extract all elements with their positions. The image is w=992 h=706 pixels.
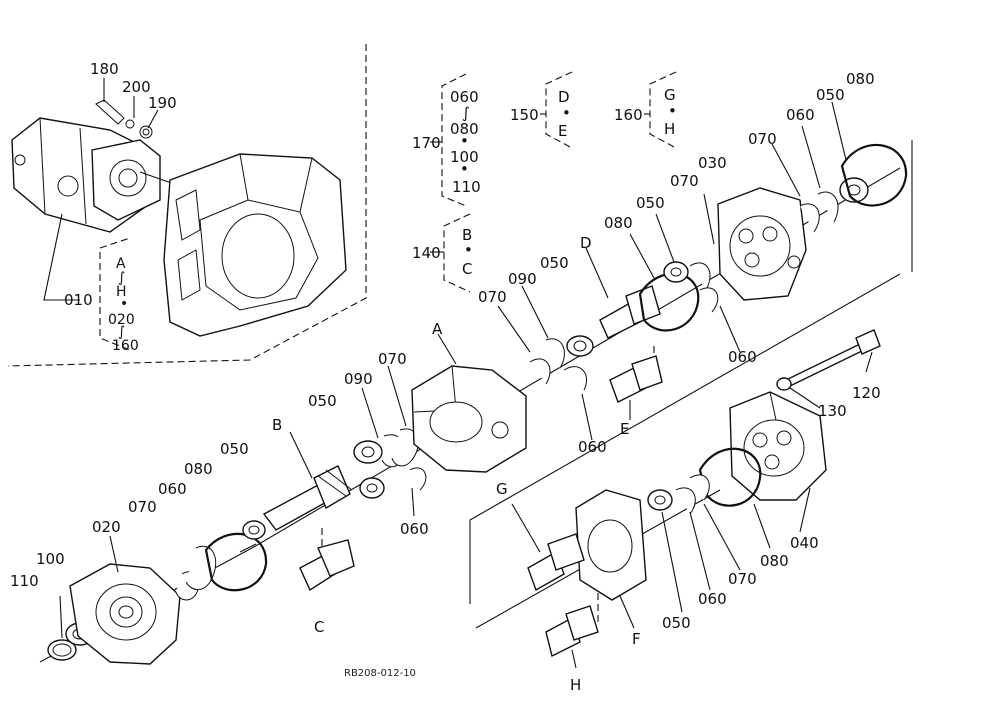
label-060-f: 060 [698,590,727,608]
g150-b: E [558,122,567,140]
g170-dot2: • [460,160,469,178]
g160-a: G [664,86,676,104]
group-160-contents: G • H [664,86,677,138]
g010-sep2: ∫ [118,324,125,340]
label-050-c: 050 [540,254,569,272]
g140-a: B [462,226,472,244]
label-050-d: 050 [308,392,337,410]
label-090-b: 090 [344,370,373,388]
g160-b: H [664,120,675,138]
g010-from: A [116,256,126,272]
letter-B: B [272,416,282,434]
part-labels: 180 200 190 010 170 140 150 160 030 070 … [10,60,881,632]
g010-n1: 020 [108,312,135,328]
label-170: 170 [412,134,441,152]
label-050-a: 050 [816,86,845,104]
g140-dot: • [464,241,473,259]
label-090-a: 090 [508,270,537,288]
label-160: 160 [614,106,643,124]
label-140: 140 [412,244,441,262]
label-200: 200 [122,78,151,96]
letter-C: C [314,618,324,636]
g010-sep1: ∫ [118,270,125,286]
g010-dot: • [120,296,128,312]
group-letters: A B C D E F G H [272,234,641,694]
label-010: 010 [64,291,93,309]
reference-code: RB208-012-10 [344,668,416,679]
g150-a: D [558,88,570,106]
label-050-f: 050 [662,614,691,632]
label-120: 120 [852,384,881,402]
label-060-b: 060 [728,348,757,366]
inset-assembly [7,44,367,367]
label-190: 190 [148,94,177,112]
group-150-contents: D • E [558,88,571,140]
g170-n3: 100 [450,148,479,166]
label-070-e: 070 [128,498,157,516]
label-150: 150 [510,106,539,124]
parts-main [47,143,908,665]
group-140-contents: B • C [462,226,473,278]
label-040: 040 [790,534,819,552]
label-080-c: 080 [184,460,213,478]
label-070-f: 070 [728,570,757,588]
g170-n2: 080 [450,120,479,138]
letter-E: E [620,420,629,438]
letter-D: D [580,234,592,252]
label-060-c: 060 [578,438,607,456]
main-leaders [59,101,873,669]
label-060-d: 060 [400,520,429,538]
label-080-b: 080 [604,214,633,232]
label-020: 020 [92,518,121,536]
label-080-a: 080 [846,70,875,88]
label-100: 100 [36,550,65,568]
g160-dot: • [668,102,677,120]
g170-n4: 110 [452,178,481,196]
label-070-c: 070 [478,288,507,306]
g170-sep: ∫ [462,104,470,122]
label-080-d: 080 [760,552,789,570]
group-010-contents: A ∫ H • 020 ∫ 160 [108,256,139,354]
g170-dot1: • [460,132,469,150]
label-180: 180 [90,60,119,78]
g170-n1: 060 [450,88,479,106]
g140-b: C [462,260,472,278]
letter-F: F [632,630,641,648]
label-110: 110 [10,572,39,590]
group-brackets [430,71,677,293]
label-060-a: 060 [786,106,815,124]
g150-dot: • [562,104,571,122]
letter-A: A [432,320,443,338]
label-050-b: 050 [636,194,665,212]
letter-H: H [570,676,581,694]
label-060-e: 060 [158,480,187,498]
label-050-e: 050 [220,440,249,458]
inset-leaders [43,78,159,351]
label-070-a: 070 [748,130,777,148]
letter-G: G [496,480,508,498]
g010-n2: 160 [112,338,139,354]
label-130: 130 [818,402,847,420]
label-070-b: 070 [670,172,699,190]
group-170-contents: 060 ∫ 080 • 100 • 110 [450,88,481,196]
g010-to: H [116,284,127,300]
label-030: 030 [698,154,727,172]
label-070-d: 070 [378,350,407,368]
